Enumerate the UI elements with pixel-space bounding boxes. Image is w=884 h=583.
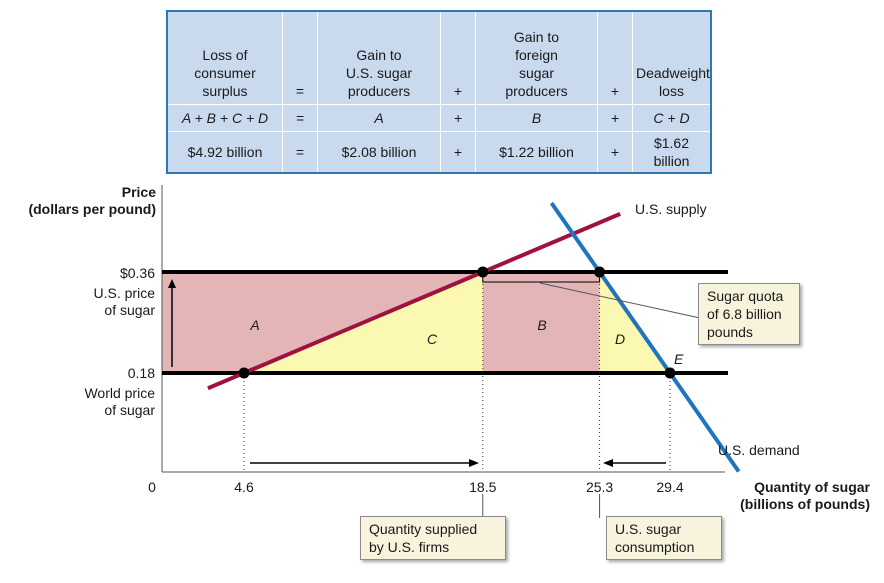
us-demand-curve	[549, 201, 741, 473]
supplied-arrow-head	[469, 459, 479, 467]
table-value-row: $4.92 billion = $2.08 billion + $1.22 bi…	[167, 131, 711, 173]
area-label-d: D	[615, 331, 625, 347]
header-equals: =	[282, 11, 318, 105]
value-deadweight: $1.62 billion	[632, 131, 711, 173]
us-supply-curve	[207, 212, 621, 391]
callout-us-consumption: U.S. sugar consumption	[606, 516, 722, 560]
table-letter-row: A + B + C + D = A + B + C + D	[167, 104, 711, 132]
price-arrow-head	[168, 279, 176, 288]
callout-sugar-quota: Sugar quota of 6.8 billion pounds	[698, 283, 800, 345]
x-axis-title: Quantity of sugar(billions of pounds)	[740, 479, 870, 512]
value-foreign-gain: $1.22 billion	[475, 131, 598, 173]
letter-equals: =	[282, 104, 318, 132]
point-0	[238, 367, 250, 379]
value-plus-2: +	[597, 131, 633, 173]
header-plus-1: +	[440, 11, 476, 105]
header-plus-2: +	[597, 11, 633, 105]
letter-consumer-loss: A + B + C + D	[167, 104, 283, 132]
value-equals: =	[282, 131, 318, 173]
point-3	[664, 367, 676, 379]
consumption-arrow-head	[603, 459, 613, 467]
y-tick-high: $0.36	[120, 265, 155, 281]
y-axis-title: Price(dollars per pound)	[28, 184, 156, 217]
callout-quantity-supplied: Quantity supplied by U.S. firms	[360, 516, 506, 560]
area-label-b: B	[537, 317, 546, 333]
area-label-c: C	[427, 331, 438, 347]
area-label-a: A	[249, 317, 259, 333]
value-us-gain: $2.08 billion	[317, 131, 441, 173]
quota-leader-line	[539, 282, 701, 319]
y-tick-low: 0.18	[128, 365, 155, 381]
quota-bracket	[482, 276, 601, 283]
letter-plus-1: +	[440, 104, 476, 132]
point-label-e: E	[674, 351, 684, 367]
x-tick-2: 25.3	[586, 479, 613, 495]
letter-deadweight: C + D	[632, 104, 711, 132]
letter-us-gain: A	[317, 104, 441, 132]
x-tick-3: 29.4	[656, 479, 683, 495]
value-consumer-loss: $4.92 billion	[167, 131, 283, 173]
label-us-demand: U.S. demand	[718, 442, 800, 458]
point-1	[477, 266, 489, 278]
x-tick-0: 4.6	[234, 479, 254, 495]
origin-label: 0	[148, 479, 156, 495]
value-plus-1: +	[440, 131, 476, 173]
label-us-supply: U.S. supply	[635, 201, 707, 217]
letter-foreign-gain: B	[475, 104, 598, 132]
letter-plus-2: +	[597, 104, 633, 132]
point-2	[594, 266, 606, 278]
x-tick-1: 18.5	[469, 479, 496, 495]
